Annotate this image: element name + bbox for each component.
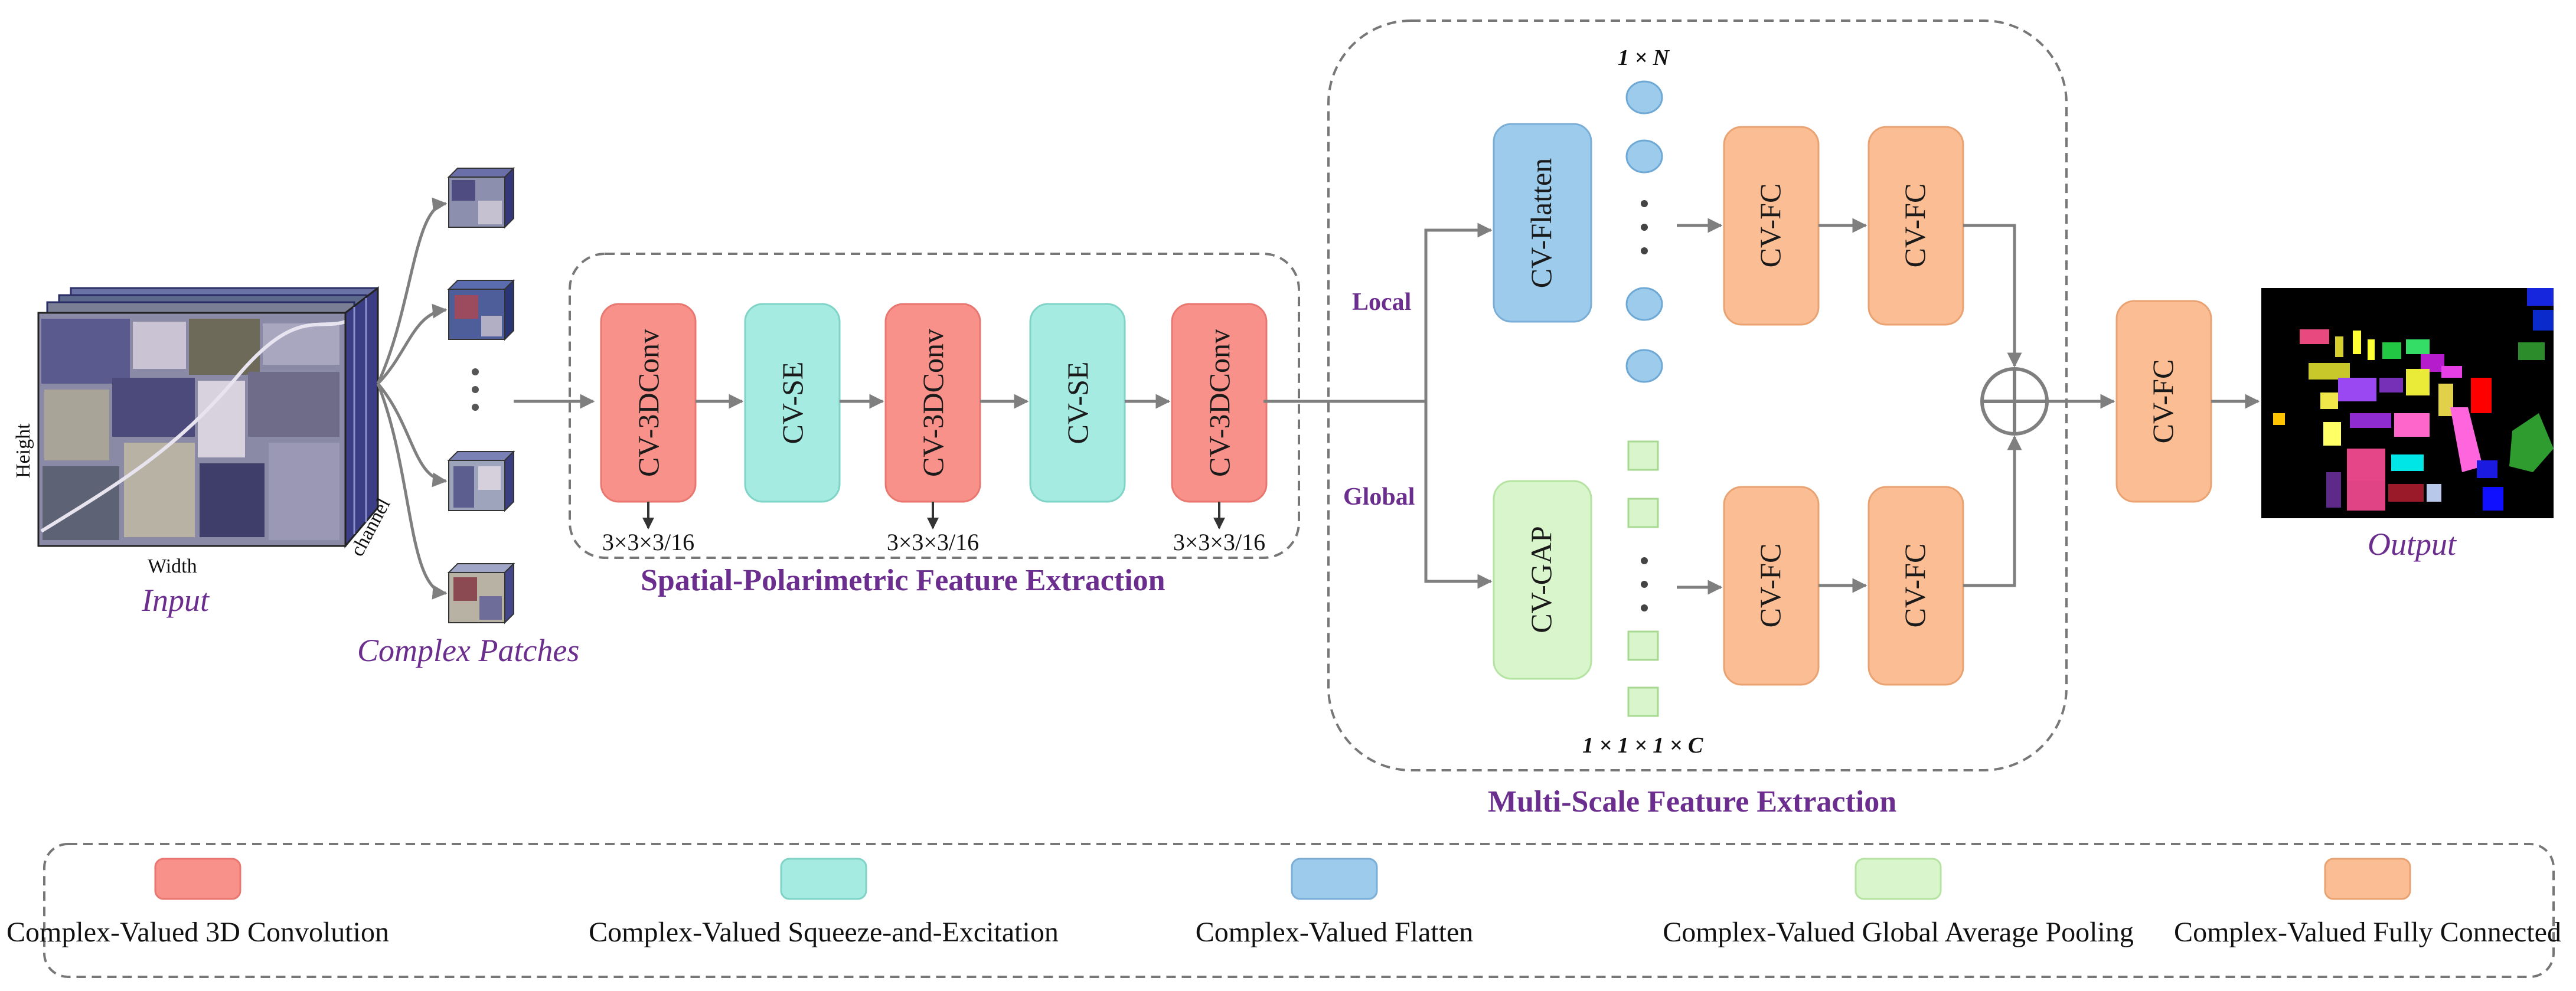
- patch-4: [447, 562, 515, 624]
- output-caption: Output: [2368, 526, 2457, 562]
- multiscale-title: Multi-Scale Feature Extraction: [1488, 785, 1896, 819]
- global-fc-label-1: CV-FC: [1754, 544, 1787, 628]
- multiscale-feature-extraction-frame: [1327, 19, 2068, 771]
- merge-connectors: [1963, 224, 2022, 587]
- input-width-label: Width: [148, 555, 197, 577]
- local-fc-label-2: CV-FC: [1898, 184, 1931, 268]
- local-feature-vector: [1625, 80, 1663, 383]
- global-feature-vector: [1627, 440, 1659, 717]
- legend-swatch-fc: [2324, 858, 2411, 900]
- spatial-block-label-2: CV-SE: [776, 362, 809, 444]
- split-connector: [1263, 223, 1493, 589]
- cv-gap-block: [1493, 480, 1592, 680]
- local-dim-label: 1 × N: [1618, 45, 1670, 70]
- spatial-feature-extraction-frame: [569, 253, 1300, 559]
- input-front-image: [37, 312, 347, 547]
- global-dim-label: 1 × 1 × 1 × C: [1582, 733, 1703, 758]
- global-vector-ellipsis: [1641, 557, 1648, 611]
- cv-flatten-label: CV-Flatten: [1524, 158, 1558, 288]
- cv-flatten-block: [1493, 123, 1592, 323]
- spatial-block-label-3: CV-3DConv: [916, 329, 949, 477]
- legend-frame: [43, 843, 2555, 978]
- local-branch-label: Local: [1352, 289, 1411, 316]
- global-branch-label: Global: [1343, 483, 1415, 511]
- input-side-face: [344, 286, 379, 549]
- patch-ellipsis: [472, 368, 479, 411]
- spatial-block-label-1: CV-3DConv: [632, 329, 665, 477]
- patch-1: [447, 166, 515, 229]
- legend-swatch-gap: [1855, 858, 1942, 900]
- patch-3: [447, 450, 515, 512]
- patch-fan-arrows: [376, 197, 448, 600]
- legend-swatch-conv: [154, 858, 241, 900]
- legend-label-se: Complex-Valued Squeeze-and-Excitation: [589, 917, 1059, 948]
- spatial-title: Spatial-Polarimetric Feature Extraction: [641, 564, 1165, 597]
- global-fc-label-2: CV-FC: [1898, 544, 1931, 628]
- spatial-blocks: CV-3DConv 3×3×3/16 CV-SE CV-3DConv 3×3×3/16 C…: [600, 303, 1268, 555]
- output-fc-label: CV-FC: [2146, 359, 2179, 444]
- patches-caption: Complex Patches: [357, 633, 579, 668]
- legend-swatch-se: [780, 858, 867, 900]
- spatial-block-dim-1: 3×3×3/16: [602, 529, 694, 555]
- legend-items: Complex-Valued 3D Convolution Complex-Val…: [6, 858, 2561, 948]
- legend-label-conv: Complex-Valued 3D Convolution: [6, 917, 389, 948]
- patch-2: [447, 279, 515, 341]
- local-vector-ellipsis: [1641, 200, 1648, 254]
- spatial-block-label-5: CV-3DConv: [1203, 329, 1236, 477]
- output-classification-map: [2261, 288, 2554, 518]
- legend-label-flatten: Complex-Valued Flatten: [1196, 917, 1474, 948]
- input-height-label: Height: [12, 423, 34, 478]
- add-operator-icon: [1980, 367, 2049, 436]
- cv-gap-label: CV-GAP: [1524, 526, 1558, 633]
- spatial-block-dim-5: 3×3×3/16: [1173, 529, 1265, 555]
- input-image-stack: [37, 286, 379, 549]
- spatial-block-label-4: CV-SE: [1061, 362, 1094, 444]
- spatial-block-dim-3: 3×3×3/16: [887, 529, 979, 555]
- legend-label-fc: Complex-Valued Fully Connected: [2174, 917, 2561, 948]
- local-fc-label-1: CV-FC: [1754, 184, 1787, 268]
- legend-swatch-flatten: [1291, 858, 1378, 900]
- input-caption: Input: [141, 583, 210, 618]
- legend-label-gap: Complex-Valued Global Average Pooling: [1663, 917, 2134, 948]
